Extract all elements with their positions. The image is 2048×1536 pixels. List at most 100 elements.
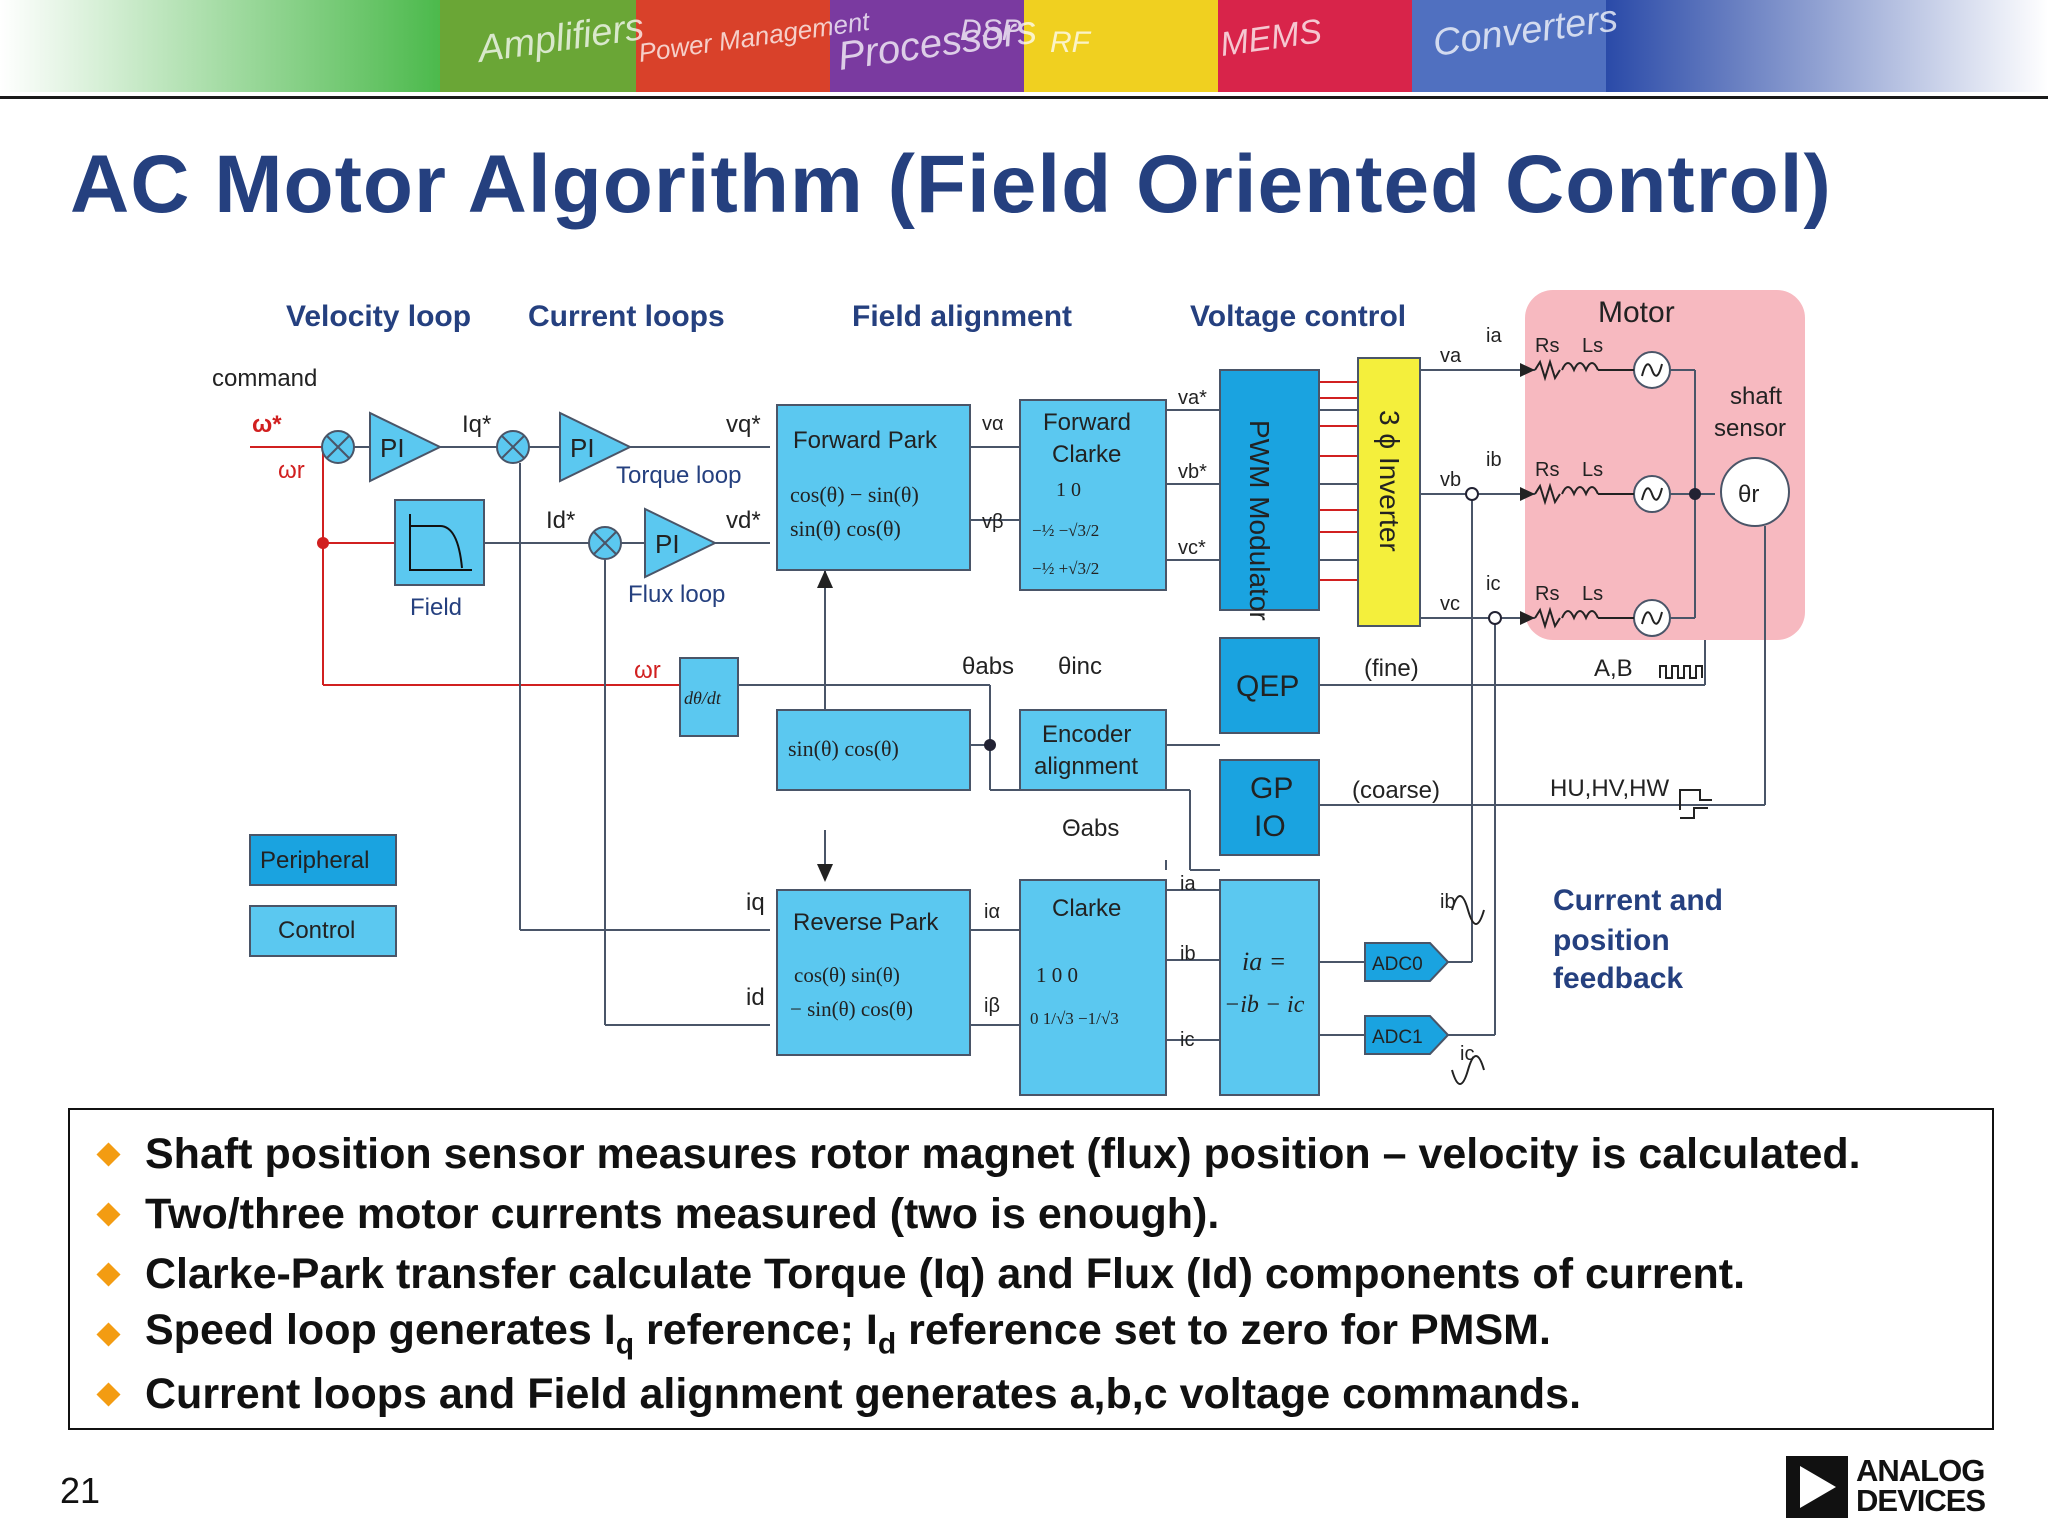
- label-coarse: (coarse): [1352, 777, 1440, 804]
- pi-torque: [559, 411, 633, 483]
- label-vq-star: vq*: [726, 411, 761, 438]
- label-ic: ic: [1486, 573, 1500, 595]
- label-va-star: va*: [1178, 387, 1207, 409]
- pi-label: PI: [655, 529, 680, 559]
- pi-flux: [644, 507, 718, 579]
- legend-control-swatch: [249, 905, 397, 957]
- banner-segment: DSP: [960, 14, 1022, 47]
- bullet-text: Clarke-Park transfer calculate Torque (I…: [145, 1249, 1746, 1298]
- encoder-alignment-block: [1019, 709, 1167, 791]
- qep-block: [1219, 637, 1320, 734]
- bullet-diamond-icon: [96, 1321, 121, 1347]
- forward-clarke-matrix-row: −½ −√3/2: [1032, 521, 1099, 540]
- bullet-item: Shaft position sensor measures rotor mag…: [86, 1124, 1992, 1184]
- junction-dot: [317, 537, 329, 549]
- sincos-block: [776, 709, 971, 791]
- label-current-loops: Current loops: [528, 300, 725, 333]
- clarke-matrix-row: 0 1/√3 −1/√3: [1030, 1009, 1119, 1028]
- label-Theta-abs: Θabs: [1062, 815, 1119, 842]
- bullet-item: Clarke-Park transfer calculate Torque (I…: [86, 1244, 1992, 1304]
- label-command: command: [212, 365, 317, 392]
- clarke-title: Clarke: [1052, 895, 1121, 922]
- reverse-park-matrix-row: − sin(θ) cos(θ): [790, 997, 913, 1021]
- label-id-star: Id*: [546, 507, 575, 534]
- forward-clarke-matrix-row: 1 0: [1056, 479, 1081, 501]
- bullet-item: Current loops and Field alignment genera…: [86, 1364, 1992, 1424]
- label-rs: Rs: [1535, 583, 1559, 605]
- label-id: id: [746, 984, 765, 1011]
- banner-segment: RF: [1050, 26, 1092, 59]
- label-ls: Ls: [1582, 335, 1603, 357]
- clarke-block: [1019, 879, 1167, 1096]
- label-feedback-1: Current and: [1553, 884, 1723, 917]
- label-i-alpha: iα: [984, 901, 1000, 923]
- junction-dot: [1689, 488, 1701, 500]
- pi-velocity: [369, 411, 443, 483]
- logo-text-line: DEVICES: [1856, 1483, 1986, 1518]
- bullet-text: Two/three motor currents measured (two i…: [145, 1189, 1220, 1238]
- forward-park-matrix-row: sin(θ) cos(θ): [790, 516, 901, 541]
- label-field: Field: [410, 594, 462, 621]
- label-rs: Rs: [1535, 335, 1559, 357]
- bullet-list: Shaft position sensor measures rotor mag…: [68, 1108, 1994, 1430]
- pwm-modulator-block: [1219, 369, 1320, 611]
- label-vb: vb: [1440, 469, 1461, 491]
- label-iq: iq: [746, 889, 765, 916]
- label-rs: Rs: [1535, 459, 1559, 481]
- legend-control-label: Control: [278, 917, 355, 944]
- label-ls: Ls: [1582, 583, 1603, 605]
- field-weakening-block: [394, 499, 485, 586]
- forward-clarke-title: Clarke: [1052, 441, 1121, 468]
- reverse-park-matrix-row: cos(θ) sin(θ): [794, 963, 900, 987]
- pwm-modulator-label: PWM Modulator: [1244, 420, 1275, 621]
- logo-text-line: ANALOG: [1856, 1453, 1985, 1488]
- label-theta-abs: θabs: [962, 653, 1014, 680]
- shaft-sensor-icon: [1720, 457, 1790, 527]
- gpio-label: GP: [1250, 772, 1293, 805]
- junction-dot: [1465, 487, 1479, 501]
- label-va: va: [1440, 345, 1462, 367]
- forward-park-matrix-row: cos(θ) − sin(θ): [790, 482, 919, 507]
- label-vc: vc: [1440, 593, 1460, 615]
- label-motor: Motor: [1598, 296, 1675, 329]
- bullet-diamond-icon: [96, 1261, 121, 1287]
- label-ab: A,B: [1594, 655, 1633, 682]
- label-v-beta: vβ: [982, 511, 1004, 533]
- label-omega-star: ω*: [252, 411, 282, 438]
- inverter-label: 3 ϕ Inverter: [1374, 410, 1405, 552]
- label-velocity-loop: Velocity loop: [286, 300, 471, 333]
- label-ib: ib: [1486, 449, 1502, 471]
- bullet-diamond-icon: [96, 1201, 121, 1227]
- bullet-text: Current loops and Field alignment genera…: [145, 1369, 1582, 1418]
- forward-park-block: [776, 404, 971, 571]
- gpio-label: IO: [1254, 810, 1286, 843]
- junction-dot: [984, 739, 996, 751]
- adc1-label: ADC1: [1372, 1027, 1423, 1048]
- junction-dot: [1488, 611, 1502, 625]
- encoder-alignment-label: Encoder: [1042, 721, 1131, 748]
- bullet-diamond-icon: [96, 1141, 121, 1167]
- label-ia-in: ia: [1180, 873, 1196, 895]
- adc0-label: ADC0: [1372, 954, 1423, 975]
- foc-block-diagram: Velocity loop Current loops Field alignm…: [212, 290, 1805, 1096]
- label-feedback-3: feedback: [1553, 962, 1683, 995]
- adc1-block: [1364, 1015, 1450, 1055]
- bullet-item: Two/three motor currents measured (two i…: [86, 1184, 1992, 1244]
- label-flux-loop: Flux loop: [628, 581, 725, 608]
- label-ib-feedback: ib: [1440, 891, 1456, 913]
- bullet-text: Speed loop generates Iq reference; Id re…: [145, 1306, 1551, 1361]
- forward-park-title: Forward Park: [793, 427, 938, 454]
- label-fine: (fine): [1364, 655, 1419, 682]
- adc0-block: [1364, 942, 1450, 982]
- bullet-text: Shaft position sensor measures rotor mag…: [145, 1129, 1861, 1178]
- sincos-label: sin(θ) cos(θ): [788, 736, 899, 761]
- label-huhvhw: HU,HV,HW: [1550, 775, 1669, 802]
- label-iq-star: Iq*: [462, 411, 491, 438]
- current-equation-line: −ib − ic: [1224, 992, 1305, 1018]
- label-vb-star: vb*: [1178, 461, 1207, 483]
- shaft-sensor-label: shaft: [1730, 383, 1782, 410]
- label-ic-feedback: ic: [1460, 1043, 1474, 1065]
- motor-region: [1525, 290, 1805, 640]
- inverter-block: [1357, 357, 1421, 627]
- label-ls: Ls: [1582, 459, 1603, 481]
